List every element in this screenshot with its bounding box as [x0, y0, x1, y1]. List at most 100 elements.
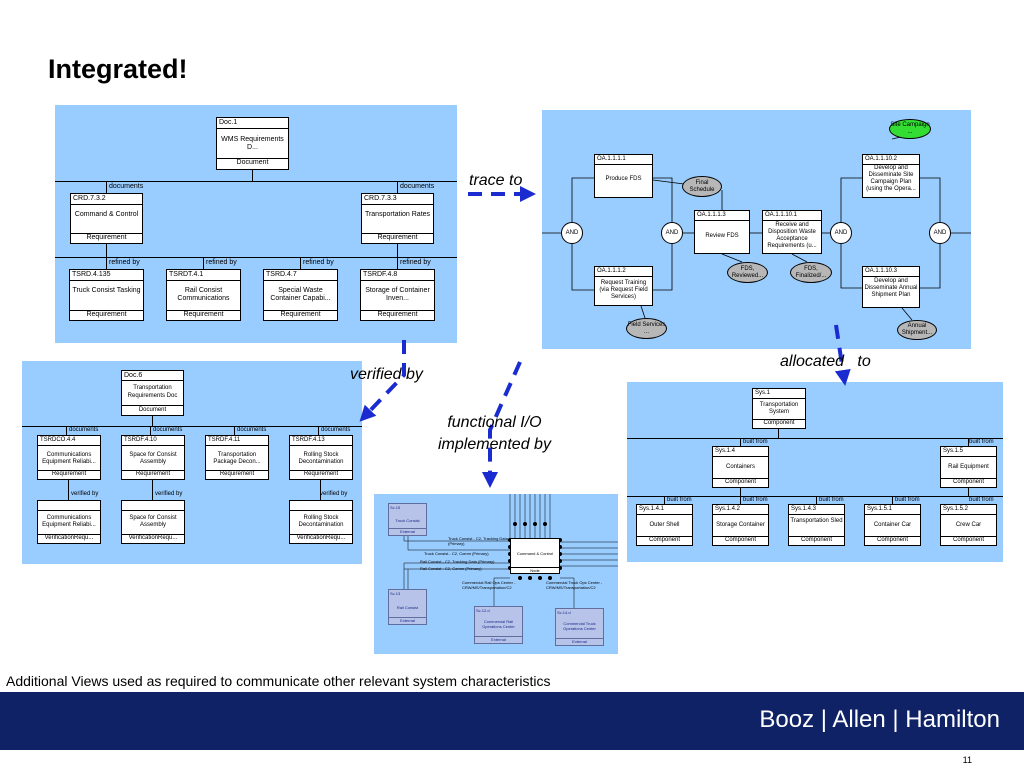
node-name: Space for Consist Assembly [129, 452, 177, 465]
and-gate: AND [830, 222, 852, 244]
relation-label: refined by [303, 259, 334, 266]
node-id: Doc.1 [219, 119, 238, 126]
node-id: OA.1.1.1.3 [697, 212, 726, 218]
external-node[interactable]: Sc.13 Rail Consist External [388, 589, 427, 625]
node-name: Produce FDS [605, 176, 642, 182]
node-id: Sc.12.d [476, 608, 490, 613]
relation-label: refined by [109, 259, 140, 266]
relation-label: documents [321, 427, 351, 433]
requirement-node[interactable]: TSRDF.4.13 Rolling Stock Decontamination… [289, 435, 353, 480]
function-node[interactable]: OA.1.1.1.1 Produce FDS [594, 154, 653, 198]
node-type: Requirement [71, 233, 142, 243]
node-name: Develop and Disseminate Site Campaign Pl… [866, 165, 916, 192]
tsrd-node[interactable]: TSRD.4.7 Special Waste Container Capabi.… [263, 269, 338, 321]
crd-node[interactable]: CRD.7.3.2 Command & Control Requirement [70, 193, 143, 244]
node-id: Sc.15 [390, 505, 401, 510]
node-id: TSRDF.4.13 [292, 437, 325, 443]
node-type: External [475, 636, 522, 642]
relation-label: documents [109, 183, 144, 190]
node-name: Commercial Rail Operations Center [482, 619, 515, 629]
item-oval[interactable]: Site Campaign ... [889, 119, 931, 139]
node-type: Requirement [362, 233, 433, 243]
function-node[interactable]: OA.1.1.10.3 Develop and Disseminate Annu… [862, 266, 920, 308]
node-id: Sys.1.4.3 [791, 506, 817, 512]
node-id: CRD.7.3.3 [364, 195, 397, 202]
external-node[interactable]: Sc.12.d Commercial Rail Operations Cente… [474, 606, 523, 644]
node-type: Requirement [206, 470, 268, 479]
node-type: Component [789, 536, 844, 545]
node-type: External [389, 617, 426, 623]
item-oval[interactable]: Annual Shipment... [897, 320, 937, 340]
function-node[interactable]: OA.1.1.1.2 Request Training (via Request… [594, 266, 653, 306]
relation-label: documents [400, 183, 435, 190]
crd-node[interactable]: CRD.7.3.3 Transportation Rates Requireme… [361, 193, 434, 244]
node-type: Requirement [122, 470, 184, 479]
node-name: Truck Consist Tasking [72, 287, 141, 294]
node-name: Command & Control [516, 551, 554, 556]
doc-node[interactable]: Doc.6 Transportation Requirements Doc Do… [121, 370, 184, 416]
system-node[interactable]: Sys.1 Transportation System Component [752, 388, 806, 429]
node-type: VerificationRequ... [122, 534, 184, 543]
verification-node[interactable]: Rolling Stock Decontamination Verificati… [289, 500, 353, 544]
tsrd-node[interactable]: TSRD.4.135 Truck Consist Tasking Require… [69, 269, 144, 321]
brand-logo: Booz | Allen | Hamilton [759, 706, 1000, 733]
flow-connectors [542, 134, 971, 321]
node-type: Document [217, 158, 288, 169]
node-name: Rail Consist [396, 605, 419, 610]
allocated-label: allocated to [780, 353, 871, 370]
node-type: Document [122, 405, 183, 415]
node-name: Rolling Stock Decontamination [298, 515, 344, 528]
external-node[interactable]: Sc.14.d Commercial Truck Operations Cent… [555, 608, 604, 646]
relation-label: documents [69, 427, 99, 433]
item-oval[interactable]: FDS, Reviewed... [727, 262, 768, 283]
function-node[interactable]: OA.1.1.10.1 Receive and Disposition Wast… [762, 210, 822, 254]
item-oval[interactable]: FDS, Finalized/... [790, 262, 832, 283]
node-name: Receive and Disposition Waste Acceptance… [767, 222, 817, 249]
verification-node[interactable]: Communications Equipment Reliabi... Veri… [37, 500, 101, 544]
system-node[interactable]: Sys.1.5 Rail Equipment Component [940, 446, 997, 488]
page-number: 11 [962, 755, 972, 765]
function-node[interactable]: OA.1.1.1.3 Review FDS [694, 210, 750, 254]
system-node[interactable]: Sys.1.4 Containers Component [712, 446, 769, 488]
node-id: OA.1.1.10.1 [765, 212, 798, 218]
node-name: Crew Car [955, 522, 982, 528]
tsrd-node[interactable]: TSRDF.4.8 Storage of Container Inven... … [360, 269, 435, 321]
component-node[interactable]: Sys.1.4.1 Outer Shell Component [636, 504, 693, 546]
component-node[interactable]: Sys.1.5.1 Container Car Component [864, 504, 921, 546]
component-node[interactable]: Sys.1.4.2 Storage Container Component [712, 504, 769, 546]
requirement-node[interactable]: TSRDF.4.10 Space for Consist Assembly Re… [121, 435, 185, 480]
node-id: TSRDF.4.10 [124, 437, 157, 443]
link-label: Commercial Rail Ops Center - CRW/MS/Tran… [462, 580, 516, 590]
function-node[interactable]: OA.1.1.10.2 Develop and Disseminate Site… [862, 154, 920, 198]
external-node[interactable]: Sc.15 Truck Consist External [388, 503, 427, 536]
node-type: Component [753, 419, 805, 428]
node-id: TSRDCO.4.4 [40, 437, 76, 443]
verification-node[interactable]: Space for Consist Assembly VerificationR… [121, 500, 185, 544]
node-id: TSRD.4.7 [266, 271, 297, 278]
requirement-node[interactable]: TSRDF.4.11 Transportation Package Decon.… [205, 435, 269, 480]
tsrd-node[interactable]: TSRDT.4.1 Rail Consist Communications Re… [166, 269, 241, 321]
doc-node[interactable]: Doc.1 WMS Requirements D... Document [216, 117, 289, 170]
node-name: Storage Container [716, 522, 765, 528]
link-label: Rail Consist - C2, Comm (Primary) [420, 566, 482, 571]
node-name: Container Car [873, 522, 912, 528]
node-type: Node [511, 567, 559, 573]
physical-hierarchy-panel: Sys.1 Transportation System Component bu… [627, 382, 1003, 562]
and-gate: AND [929, 222, 951, 244]
node-name: Transportation Requirements Doc [127, 385, 178, 399]
node-type: Component [941, 536, 996, 545]
node-id: OA.1.1.1.2 [597, 268, 626, 274]
item-oval[interactable]: Field Services ... [626, 318, 667, 339]
component-node[interactable]: Sys.1.5.2 Crew Car Component [940, 504, 997, 546]
relation-label: built from [969, 497, 994, 503]
item-oval[interactable]: Final Schedule [682, 176, 722, 197]
requirements-hierarchy-panel: Doc.1 WMS Requirements D... Document doc… [55, 105, 457, 343]
component-node[interactable]: Sys.1.4.3 Transportation Sled Component [788, 504, 845, 546]
relation-label: built from [969, 439, 994, 445]
verification-hierarchy-panel: Doc.6 Transportation Requirements Doc Do… [22, 361, 362, 564]
command-control-node[interactable]: Command & Control Node [510, 538, 560, 574]
relation-label: built from [667, 497, 692, 503]
node-name: Transportation System [759, 402, 799, 415]
interface-diagram-panel: Sc.15 Truck Consist External Sc.13 Rail … [374, 494, 618, 654]
requirement-node[interactable]: TSRDCO.4.4 Communications Equipment Reli… [37, 435, 101, 480]
